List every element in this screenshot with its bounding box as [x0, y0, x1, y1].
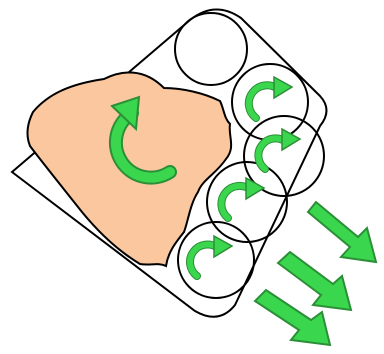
- right-down-arrow-icon: [308, 202, 376, 262]
- small-arrow-circle-3: [258, 129, 300, 169]
- circle-1: [175, 13, 247, 85]
- small-arrow-circle-2: [249, 77, 292, 118]
- right-down-arrow-icon: [278, 252, 351, 310]
- small-arrow-circle-4: [221, 178, 264, 218]
- small-arrow-circle-5: [190, 236, 232, 276]
- circle-2: [232, 64, 308, 140]
